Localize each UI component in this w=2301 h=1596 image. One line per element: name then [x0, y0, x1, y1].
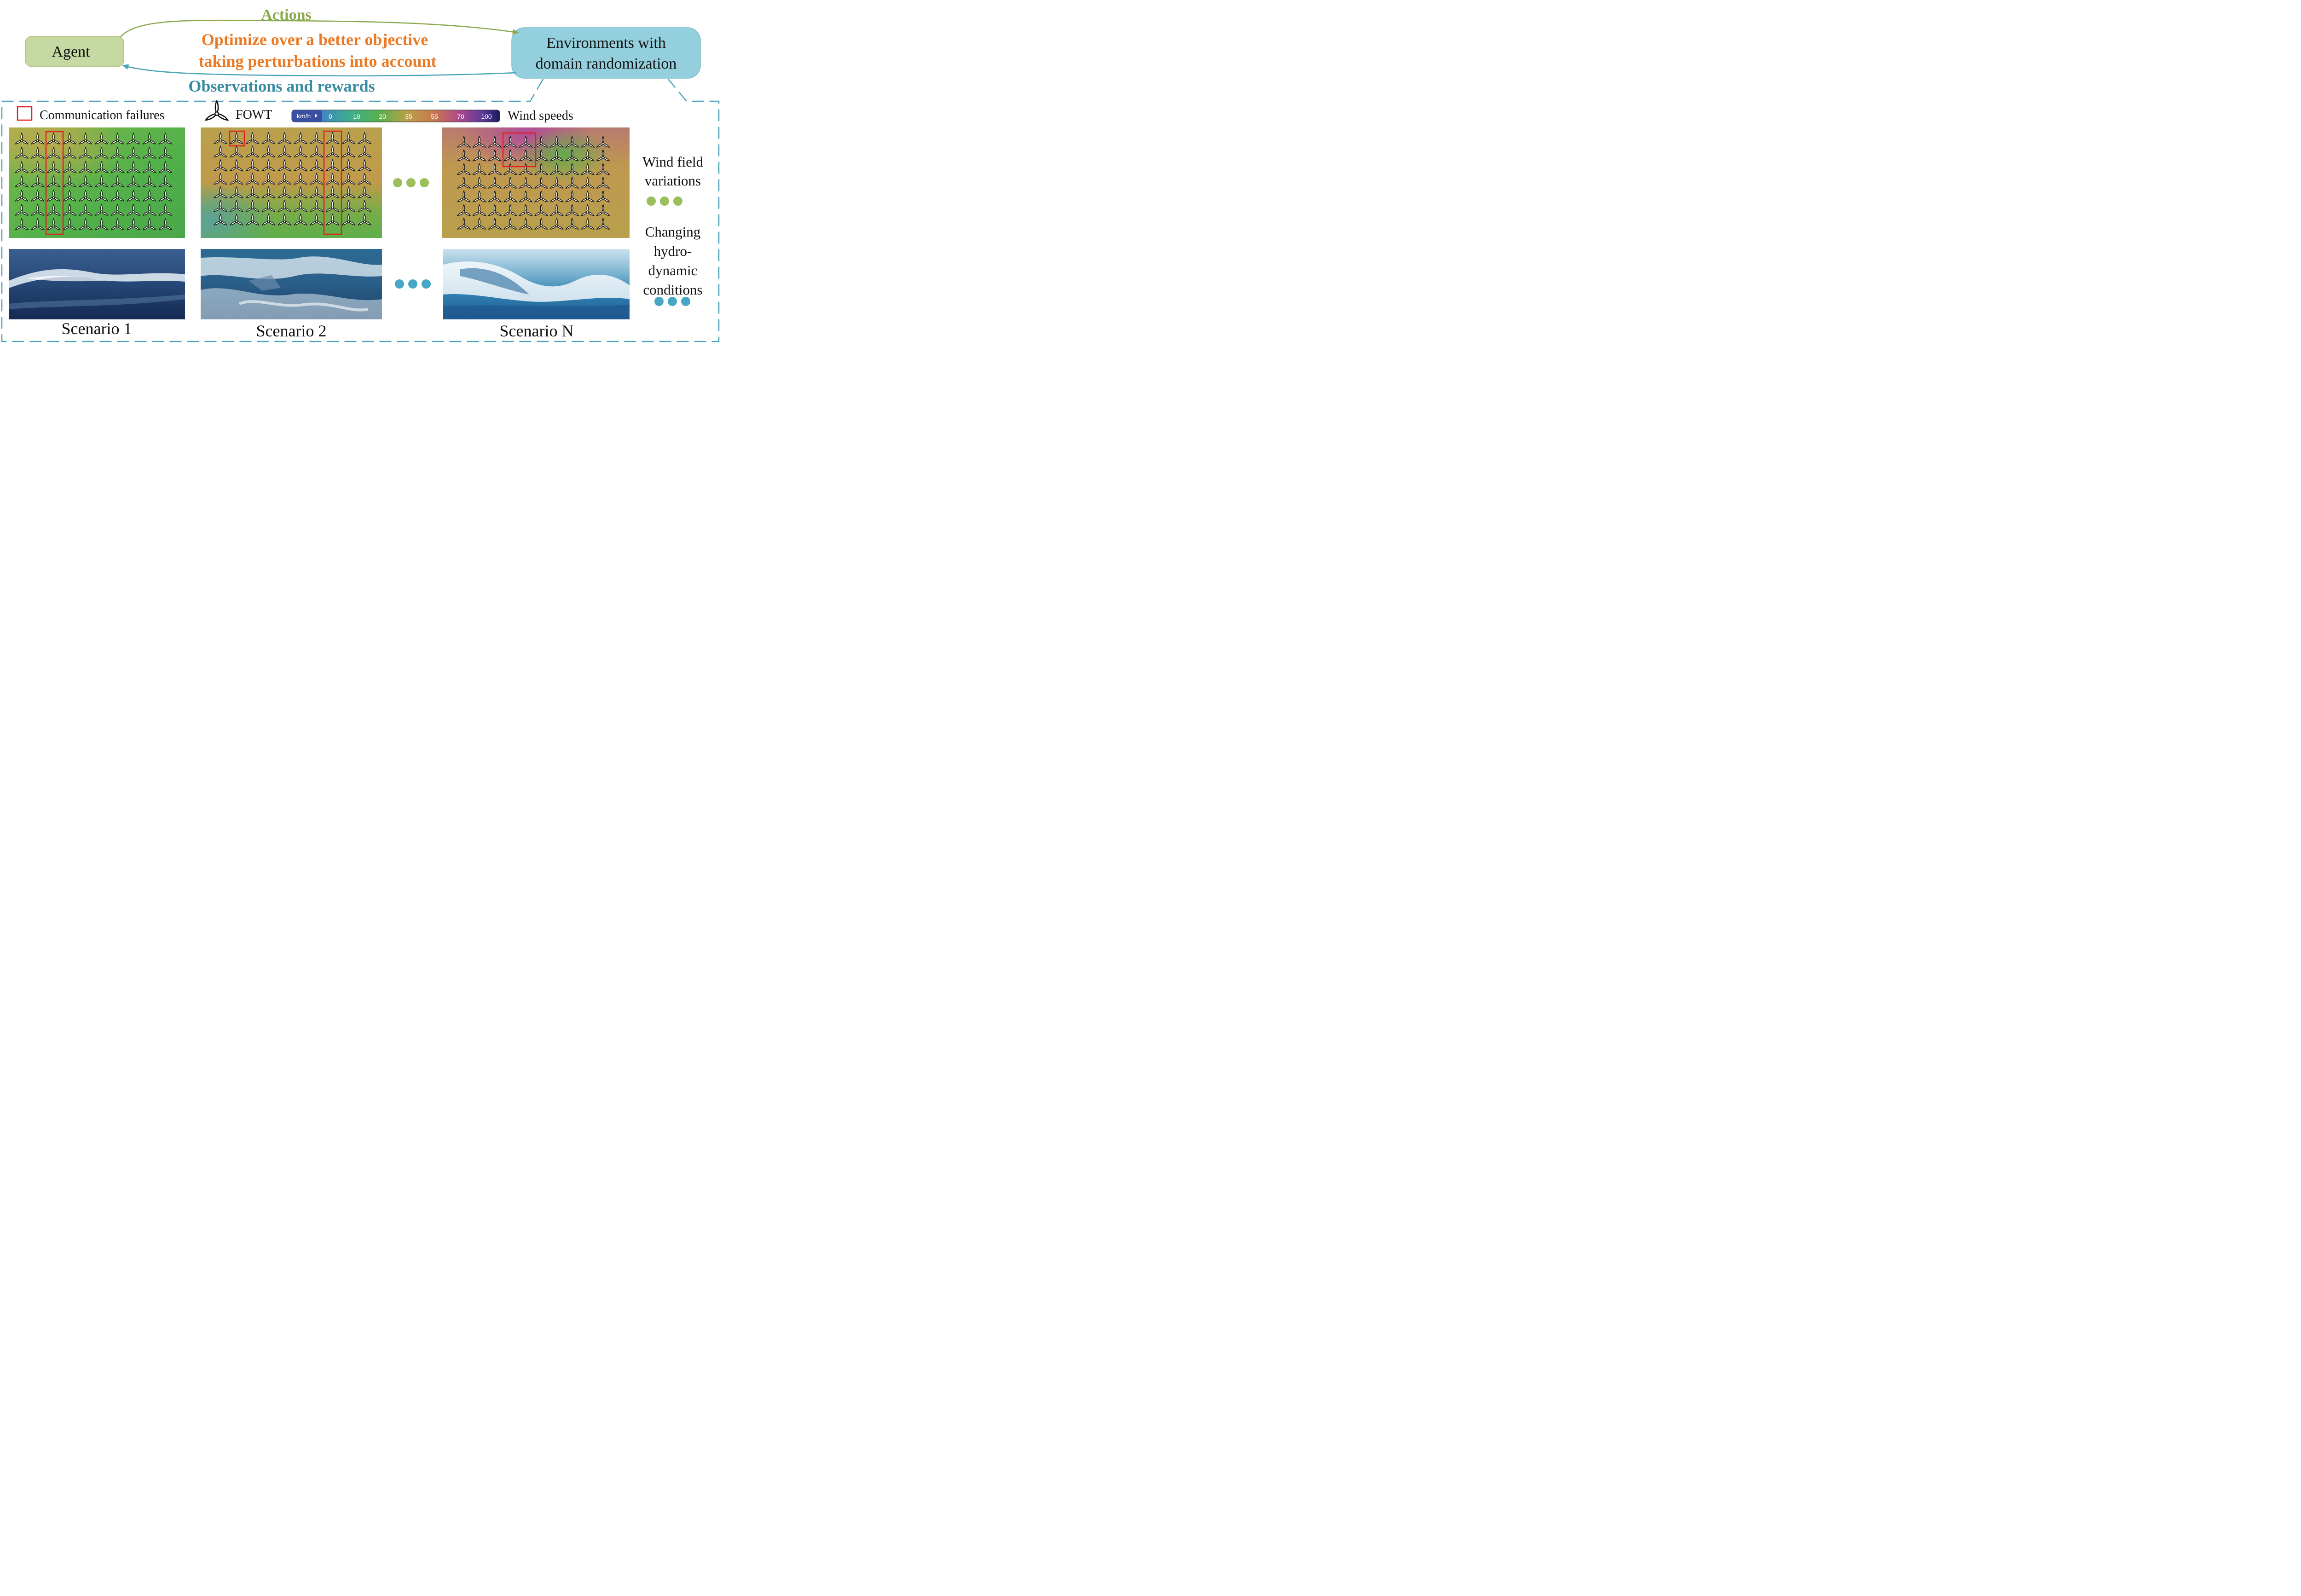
colorbar-unit: km/h [297, 112, 311, 120]
wind-field-panel-1 [9, 127, 185, 238]
agent-label: Agent [52, 43, 90, 60]
domain-randomization-diagram: Agent Environments with domain randomiza… [1, 6, 720, 342]
hydro-label-line3: dynamic [648, 262, 698, 278]
objective-label-line2: taking perturbations into account [198, 52, 436, 70]
comm-failure-box [45, 131, 64, 235]
environment-label-line1: Environments with [546, 35, 666, 52]
hydro-dots [654, 297, 690, 306]
wind-variation-label-line1: Wind field [642, 154, 704, 170]
wind-speeds-label: Wind speeds [508, 109, 573, 123]
hydro-label-line2: hydro- [654, 243, 692, 259]
comm-failure-box [502, 132, 537, 168]
hydro-label-line4: conditions [643, 282, 702, 298]
wind-colorbar: km/h 0 10 20 35 55 70 100 [291, 110, 500, 122]
actions-arrow [120, 19, 519, 37]
fowt-legend-icon [204, 100, 230, 122]
colorbar-tick: 70 [457, 113, 464, 120]
sea-photo-2 [201, 249, 382, 319]
hydro-label-line1: Changing [645, 224, 701, 240]
comm-failure-box [229, 130, 245, 147]
wind-field-panel-n [442, 127, 630, 238]
wind-variation-dots [647, 197, 682, 206]
wind-ellipsis-dots [393, 178, 429, 187]
sea-photo-n [443, 249, 630, 319]
sea-ellipsis-dots [395, 279, 431, 289]
colorbar-tick: 0 [329, 113, 332, 120]
observations-arrow [122, 64, 517, 76]
scenario-label: Scenario 2 [256, 322, 327, 340]
sea-photo-1 [9, 249, 185, 319]
scenario-label: Scenario N [500, 322, 574, 340]
objective-label-line1: Optimize over a better objective [202, 30, 428, 49]
actions-label: Actions [261, 6, 312, 23]
observations-label: Observations and rewards [188, 77, 375, 95]
environment-label-line2: domain randomization [536, 55, 677, 72]
scenario-label: Scenario 1 [62, 319, 132, 338]
scenario-frame [1, 79, 720, 342]
comm-failure-box [323, 130, 342, 235]
comm-failure-legend-label: Communication failures [40, 108, 164, 122]
environment-box [511, 27, 701, 79]
wind-variation-label-line2: variations [645, 173, 701, 189]
fowt-legend-label: FOWT [236, 108, 272, 122]
colorbar-tick: 100 [481, 113, 492, 120]
colorbar-tick: 55 [431, 113, 438, 120]
colorbar-tick: 20 [379, 113, 386, 120]
colorbar-tick: 10 [353, 113, 360, 120]
wind-field-panel-2 [201, 127, 382, 238]
comm-failure-legend-box [17, 106, 33, 121]
agent-box [25, 36, 124, 67]
colorbar-play-icon [315, 114, 318, 118]
colorbar-tick: 35 [405, 113, 412, 120]
